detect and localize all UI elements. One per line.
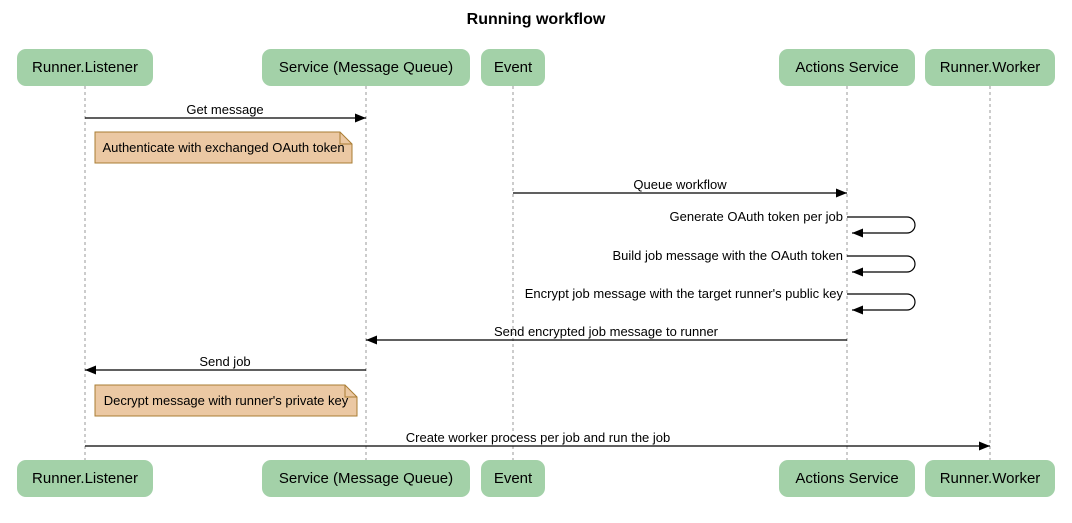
- note-decrypt-fold-icon: [344, 385, 357, 398]
- actor-runner-worker-bottom: Runner.Worker: [925, 460, 1055, 497]
- self-loop-generate-oauth-token: [847, 216, 916, 238]
- message-label-queue-workflow: Queue workflow: [633, 177, 727, 192]
- actor-event-bottom: Event: [481, 460, 545, 497]
- actor-runner-worker-top: Runner.Worker: [925, 49, 1055, 86]
- message-label-send-job: Send job: [199, 354, 251, 369]
- actor-runner-listener-bottom: Runner.Listener: [17, 460, 153, 497]
- message-label-encrypt-job-message: Encrypt job message with the target runn…: [524, 286, 843, 301]
- message-label-send-encrypted-job-message: Send encrypted job message to runner: [493, 324, 719, 339]
- message-label-create-worker-process: Create worker process per job and run th…: [405, 430, 671, 445]
- actor-label: Runner.Worker: [939, 470, 1041, 487]
- message-label-build-job-message: Build job message with the OAuth token: [612, 248, 843, 263]
- actor-label: Service (Message Queue): [278, 470, 454, 487]
- actor-label: Runner.Listener: [32, 59, 138, 76]
- actor-label: Runner.Listener: [32, 470, 138, 487]
- actor-actions-service-bottom: Actions Service: [779, 460, 915, 497]
- actor-label: Actions Service: [795, 59, 899, 76]
- actor-label: Service (Message Queue): [278, 59, 454, 76]
- actor-label: Runner.Worker: [939, 59, 1041, 76]
- self-loop-build-job-message: [847, 255, 916, 277]
- note-authenticate-shape: [94, 131, 353, 164]
- actor-label: Event: [493, 470, 533, 487]
- actor-label: Event: [493, 59, 533, 76]
- note-authenticate-label: Authenticate with exchanged OAuth token: [102, 140, 345, 155]
- self-loop-encrypt-job-message: [847, 293, 916, 315]
- actor-service-message-queue-top: Service (Message Queue): [262, 49, 470, 86]
- actor-runner-listener-top: Runner.Listener: [17, 49, 153, 86]
- note-decrypt-label: Decrypt message with runner's private ke…: [103, 393, 349, 408]
- actor-label: Actions Service: [795, 470, 899, 487]
- message-label-get-message: Get message: [186, 102, 264, 117]
- note-authenticate-fold-icon: [339, 132, 352, 145]
- actor-service-message-queue-bottom: Service (Message Queue): [262, 460, 470, 497]
- actor-actions-service-top: Actions Service: [779, 49, 915, 86]
- actor-event-top: Event: [481, 49, 545, 86]
- note-decrypt-shape: [94, 384, 358, 417]
- diagram-title: Running workflow: [466, 11, 606, 28]
- message-label-generate-oauth-token: Generate OAuth token per job: [669, 209, 843, 224]
